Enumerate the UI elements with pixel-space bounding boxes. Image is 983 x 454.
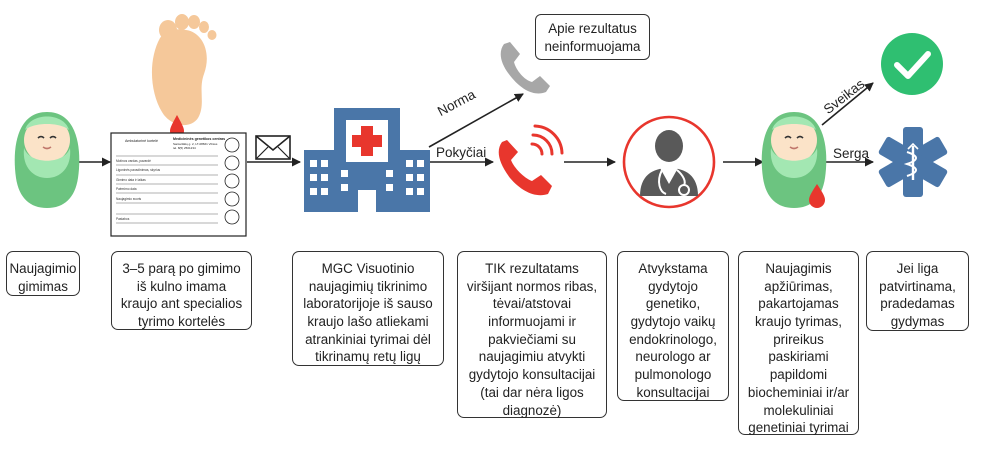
card-row: Naujagimio svoris xyxy=(116,197,142,201)
step-box-doctor-consultation: Atvykstama gydytojo genetiko, gydytojo v… xyxy=(617,251,729,401)
blood-drop-icon xyxy=(170,115,184,138)
step-text: 3–5 parą po gimimo iš kulno imama kraujo… xyxy=(120,261,243,330)
step-text: MGC Visuotinio naujagimių tikrinimo labo… xyxy=(303,261,433,365)
card-row: Pastabos xyxy=(116,217,130,221)
step-box-treatment: Jei liga patvirtinama, pradedamas gydyma… xyxy=(866,251,969,331)
callout-no-notification: Apie rezultatus neinformuojama xyxy=(535,14,650,60)
phone-ringing-icon xyxy=(498,124,564,196)
connector-arrows xyxy=(78,82,874,167)
step-text: Naujagimio gimimas xyxy=(9,261,77,294)
arrow-baby-to-sveikas xyxy=(821,82,874,126)
medical-star-icon xyxy=(878,127,948,197)
arrow-hospital-to-norma xyxy=(428,93,524,148)
card-address: Santariškių g. 2, LT-08661 Vilnius xyxy=(173,142,218,146)
callout-text: Apie rezultatus neinformuojama xyxy=(544,21,641,54)
branch-label-pokyciai: Pokyčiai xyxy=(436,145,487,160)
card-row: Motinos vardas, pavardė xyxy=(116,159,151,163)
hospital-icon xyxy=(304,108,430,212)
step-box-examination: Naujagimis apžiūrimas, pakartojamas krau… xyxy=(738,251,859,435)
doctor-icon xyxy=(622,115,716,209)
baby-blood-icon xyxy=(761,112,827,208)
step-text: Atvykstama gydytojo genetiko, gydytojo v… xyxy=(629,261,717,400)
step-box-blood-sample: 3–5 parą po gimimo iš kulno imama kraujo… xyxy=(111,251,252,330)
step-text: Jei liga patvirtinama, pradedamas gydyma… xyxy=(879,261,956,330)
card-phone: tel. 8(5) 2501234 xyxy=(173,146,196,150)
step-text: TIK rezultatams viršijant normos ribas, … xyxy=(466,261,598,418)
branch-label-serga: Serga xyxy=(833,146,870,161)
card-title-left: Ambulatorinė kortelė xyxy=(125,139,158,143)
step-box-laboratory: MGC Visuotinio naujagimių tikrinimo labo… xyxy=(292,251,444,366)
card-row: Paėmimo data xyxy=(116,187,137,191)
test-card-icon: Ambulatorinė kortelė Medicininės genetik… xyxy=(110,132,247,237)
baby-icon xyxy=(14,112,80,208)
card-title-right: Medicininės genetikos centras xyxy=(173,137,225,141)
phone-grey-icon xyxy=(500,42,550,94)
card-row: Ligoninės pavadinimas, skyrius xyxy=(116,168,161,172)
card-row: Gimimo data ir laikas xyxy=(116,178,146,182)
envelope-icon xyxy=(255,135,291,160)
step-text: Naujagimis apžiūrimas, pakartojamas krau… xyxy=(747,261,850,436)
foot-icon xyxy=(151,14,217,126)
check-icon xyxy=(881,33,943,95)
step-box-birth: Naujagimio gimimas xyxy=(6,251,80,296)
step-box-parents-informed: TIK rezultatams viršijant normos ribas, … xyxy=(457,251,607,418)
